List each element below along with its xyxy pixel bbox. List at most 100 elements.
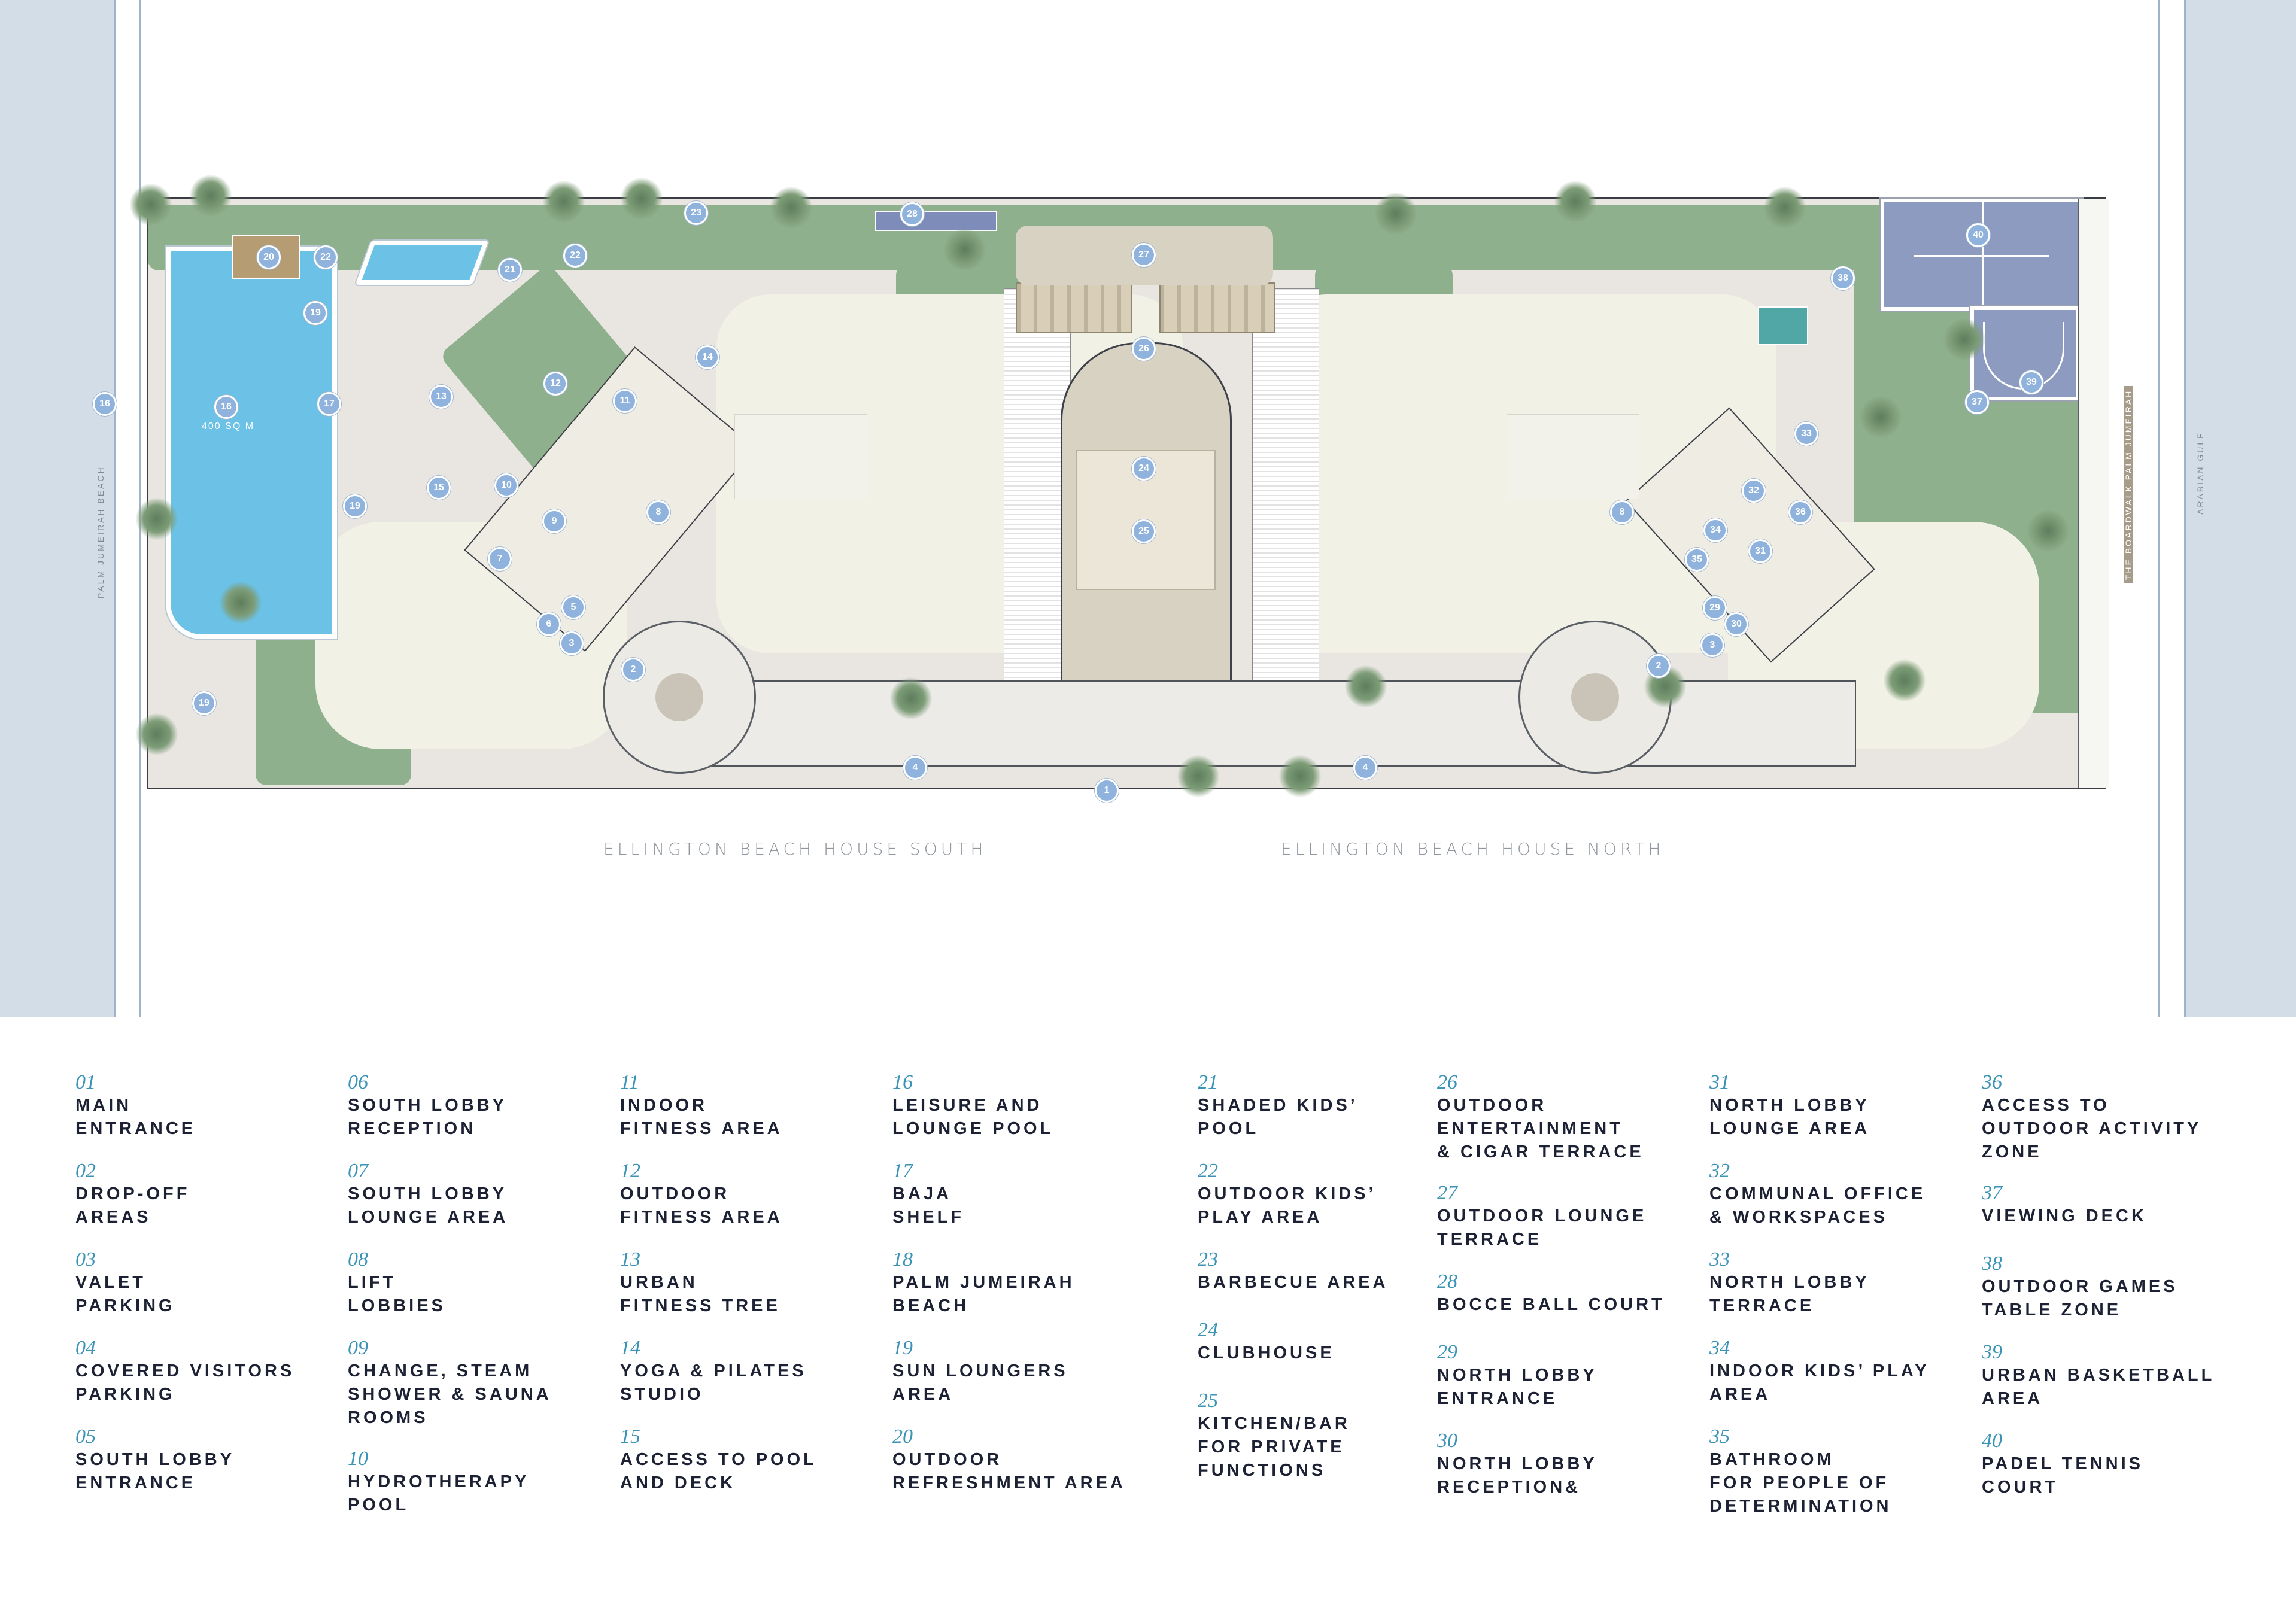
- legend-number: 25: [1198, 1390, 1218, 1412]
- legend-label: SUN LOUNGERS AREA: [892, 1361, 1068, 1404]
- legend-label: COVERED VISITORS PARKING: [75, 1361, 295, 1404]
- building-label-north: ELLINGTON BEACH HOUSE NORTH: [1281, 839, 1665, 859]
- amenity-marker-19[interactable]: 19: [192, 691, 216, 715]
- amenity-marker-16[interactable]: 16: [93, 392, 117, 416]
- amenity-marker-7[interactable]: 7: [488, 547, 512, 571]
- amenity-marker-13[interactable]: 13: [429, 385, 453, 409]
- amenity-marker-40[interactable]: 40: [1966, 223, 1990, 247]
- amenity-marker-27[interactable]: 27: [1132, 243, 1156, 267]
- amenity-marker-12[interactable]: 12: [543, 372, 567, 396]
- legend-label: URBAN BASKETBALL AREA: [1982, 1366, 2215, 1408]
- pool-area-label: 400 SQ M: [202, 421, 255, 431]
- legend-label: ACCESS TO OUTDOOR ACTIVITY ZONE: [1982, 1096, 2202, 1162]
- legend-label: COMMUNAL OFFICE & WORKSPACES: [1709, 1184, 1926, 1227]
- legend-number: 39: [1982, 1341, 2002, 1363]
- amenity-marker-9[interactable]: 9: [542, 509, 566, 533]
- amenity-marker-34[interactable]: 34: [1703, 518, 1727, 542]
- amenity-marker-2[interactable]: 2: [1647, 654, 1671, 678]
- amenity-marker-4[interactable]: 4: [1353, 756, 1377, 780]
- amenity-marker-21[interactable]: 21: [498, 258, 522, 282]
- legend-number: 03: [75, 1248, 96, 1270]
- amenity-marker-3[interactable]: 3: [1700, 633, 1724, 657]
- games-table: [1758, 306, 1808, 345]
- amenity-marker-11[interactable]: 11: [613, 389, 637, 413]
- amenity-marker-23[interactable]: 23: [684, 201, 708, 225]
- amenity-marker-14[interactable]: 14: [696, 345, 719, 369]
- amenity-marker-19[interactable]: 19: [343, 494, 367, 518]
- legend-number: 34: [1709, 1337, 1730, 1359]
- amenity-marker-25[interactable]: 25: [1132, 519, 1156, 543]
- legend-number: 20: [892, 1425, 913, 1448]
- legend-number: 28: [1437, 1270, 1457, 1293]
- legend-number: 16: [892, 1071, 913, 1093]
- north-lift-core: [1507, 414, 1639, 499]
- amenity-marker-28[interactable]: 28: [900, 202, 924, 226]
- palm-tree-icon: [1764, 187, 1806, 229]
- amenity-marker-6[interactable]: 6: [537, 612, 561, 636]
- palm-tree-icon: [136, 498, 178, 540]
- padel-tennis-court: [1881, 199, 2082, 311]
- amenity-marker-2[interactable]: 2: [621, 658, 645, 682]
- legend-label: SOUTH LOBBY LOUNGE AREA: [348, 1184, 509, 1227]
- amenity-marker-29[interactable]: 29: [1703, 596, 1727, 620]
- amenity-marker-15[interactable]: 15: [427, 476, 451, 500]
- amenity-marker-39[interactable]: 39: [2019, 370, 2043, 394]
- amenity-marker-35[interactable]: 35: [1685, 548, 1709, 572]
- amenity-marker-1[interactable]: 1: [1095, 779, 1119, 803]
- amenity-marker-24[interactable]: 24: [1132, 457, 1156, 481]
- legend-number: 35: [1709, 1425, 1730, 1448]
- legend-number: 18: [892, 1248, 913, 1270]
- legend-label: OUTDOOR ENTERTAINMENT & CIGAR TERRACE: [1437, 1096, 1644, 1162]
- amenity-marker-10[interactable]: 10: [494, 473, 518, 497]
- legend-label: LEISURE AND LOUNGE POOL: [892, 1096, 1054, 1138]
- amenity-marker-16[interactable]: 16: [214, 395, 238, 419]
- legend-number: 13: [620, 1248, 640, 1270]
- amenity-marker-22[interactable]: 22: [563, 244, 587, 268]
- amenity-marker-17[interactable]: 17: [317, 392, 341, 416]
- legend-label: SOUTH LOBBY RECEPTION: [348, 1096, 508, 1138]
- legend-label: CLUBHOUSE: [1198, 1343, 1335, 1363]
- amenity-marker-31[interactable]: 31: [1748, 539, 1772, 563]
- amenity-marker-5[interactable]: 5: [561, 595, 585, 619]
- legend-number: 22: [1198, 1160, 1218, 1182]
- amenity-marker-3[interactable]: 3: [560, 631, 584, 655]
- amenity-marker-20[interactable]: 20: [257, 245, 281, 269]
- amenity-marker-4[interactable]: 4: [903, 756, 927, 780]
- legend-number: 02: [75, 1160, 96, 1182]
- amenity-marker-22[interactable]: 22: [314, 245, 338, 269]
- legend-label: SOUTH LOBBY ENTRANCE: [75, 1450, 235, 1493]
- amenity-marker-37[interactable]: 37: [1965, 390, 1989, 414]
- amenity-marker-38[interactable]: 38: [1831, 266, 1855, 290]
- legend-number: 40: [1982, 1430, 2002, 1452]
- amenity-marker-8[interactable]: 8: [1610, 500, 1634, 524]
- legend-label: HYDROTHERAPY POOL: [348, 1472, 530, 1515]
- legend-label: PALM JUMEIRAH BEACH: [892, 1273, 1075, 1315]
- amenity-marker-8[interactable]: 8: [646, 500, 670, 524]
- roundabout-island: [655, 673, 703, 721]
- amenity-marker-30[interactable]: 30: [1724, 612, 1748, 636]
- amenity-marker-32[interactable]: 32: [1742, 479, 1766, 503]
- legend-number: 27: [1437, 1182, 1457, 1204]
- legend-number: 11: [620, 1071, 639, 1093]
- legend-label: KITCHEN/BAR FOR PRIVATE FUNCTIONS: [1198, 1414, 1350, 1480]
- amenity-marker-33[interactable]: 33: [1794, 422, 1818, 446]
- amenity-marker-36[interactable]: 36: [1788, 500, 1812, 524]
- amenity-marker-19[interactable]: 19: [303, 301, 327, 325]
- amenity-marker-26[interactable]: 26: [1132, 337, 1156, 361]
- legend-label: MAIN ENTRANCE: [75, 1096, 196, 1138]
- legend-label: OUTDOOR LOUNGE TERRACE: [1437, 1206, 1647, 1249]
- legend-number: 10: [348, 1448, 368, 1470]
